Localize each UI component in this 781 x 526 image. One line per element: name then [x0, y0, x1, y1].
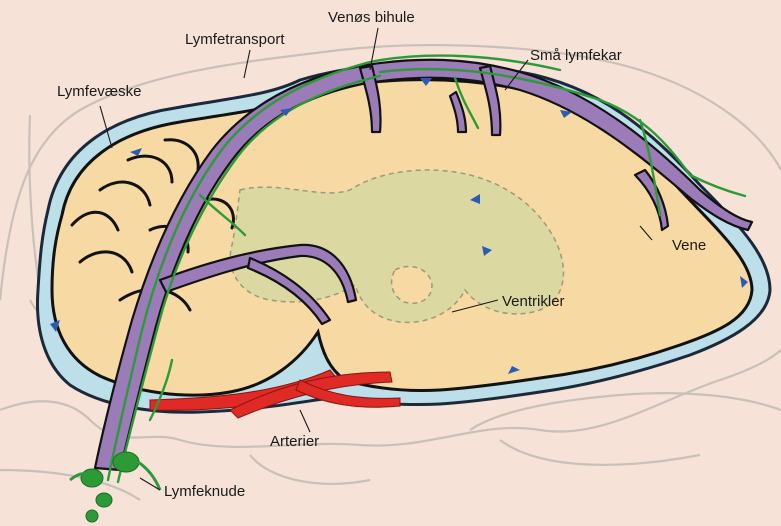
- label-vein: Vene: [672, 237, 706, 254]
- label-venous-sinus: Venøs bihule: [328, 9, 415, 26]
- label-ventricles: Ventrikler: [502, 293, 565, 310]
- label-lymph-transport: Lymfetransport: [185, 31, 285, 48]
- label-lymph-node: Lymfeknude: [164, 483, 245, 500]
- label-arteries: Arterier: [270, 433, 319, 450]
- label-lymph-fluid: Lymfevæske: [57, 83, 141, 100]
- label-small-lymph-vessels: Små lymfekar: [530, 47, 622, 64]
